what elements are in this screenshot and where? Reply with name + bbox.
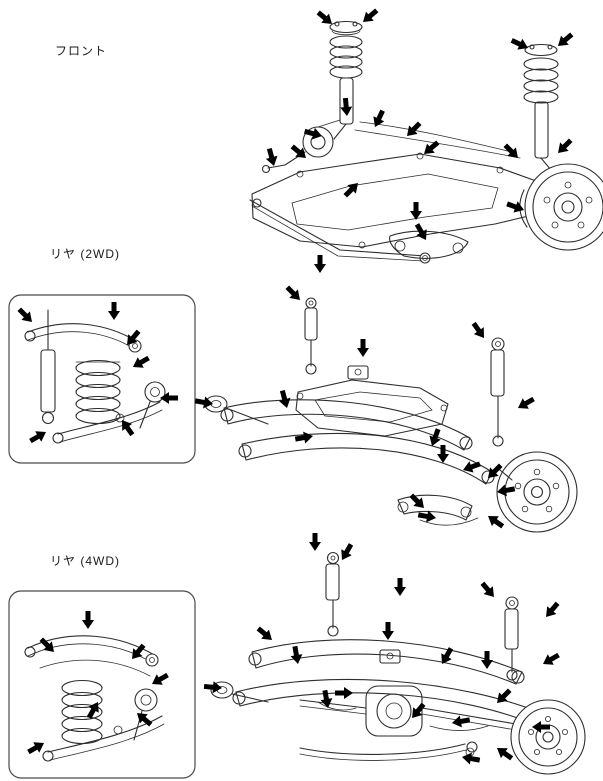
rear-4wd-differential bbox=[299, 685, 517, 737]
pointer-arrow bbox=[429, 428, 441, 446]
pointer-arrow bbox=[462, 752, 481, 765]
pointer-arrow bbox=[203, 681, 222, 694]
pointer-arrow bbox=[27, 742, 44, 755]
rear-2wd-inset bbox=[8, 294, 196, 464]
pointer-arrow bbox=[340, 97, 353, 116]
rear-4wd-section-label: リヤ (4WD) bbox=[50, 554, 120, 568]
front-right-strut bbox=[523, 43, 559, 177]
pointer-arrow bbox=[137, 713, 153, 727]
front-suspension-drawing bbox=[249, 8, 603, 264]
pointer-arrow bbox=[463, 461, 481, 473]
rear-2wd-subframe bbox=[204, 379, 495, 485]
pointer-arrow bbox=[363, 8, 379, 22]
pointer-arrow bbox=[532, 721, 550, 733]
rear-4wd-inset-box bbox=[8, 590, 196, 779]
pointer-arrow bbox=[488, 516, 505, 529]
pointer-arrow bbox=[518, 396, 535, 409]
pointer-arrow bbox=[122, 420, 135, 437]
pointer-arrow bbox=[309, 533, 321, 551]
front-subframe bbox=[249, 152, 551, 264]
pointer-arrow bbox=[503, 143, 518, 158]
pointer-arrow bbox=[471, 321, 484, 338]
front-left-strut bbox=[329, 20, 363, 140]
rear-4wd-left-shock bbox=[325, 551, 340, 637]
pointer-arrow bbox=[160, 392, 178, 404]
pointer-arrow bbox=[290, 645, 303, 664]
pointer-arrow bbox=[17, 307, 32, 322]
pointer-arrow bbox=[373, 109, 385, 127]
rear-4wd-inset bbox=[8, 590, 196, 779]
rear-2wd-inset-drawing bbox=[24, 309, 166, 444]
rear-2wd-section-label: リヤ (2WD) bbox=[50, 247, 120, 261]
rear-2wd-inset-box bbox=[8, 294, 196, 464]
pointer-arrow bbox=[382, 622, 394, 640]
pointer-arrow bbox=[441, 647, 454, 664]
front-section-label: フロント bbox=[55, 44, 108, 58]
pointer-arrow bbox=[320, 689, 333, 708]
pointer-arrow bbox=[481, 651, 493, 669]
rear-4wd-drawing bbox=[203, 533, 586, 775]
pointer-arrow bbox=[86, 702, 99, 719]
pointer-arrow bbox=[407, 121, 422, 136]
pointer-arrow bbox=[543, 652, 560, 665]
pointer-arrow bbox=[357, 339, 369, 357]
pointer-arrow bbox=[412, 702, 426, 718]
pointer-arrow bbox=[417, 510, 436, 523]
pointer-arrow bbox=[127, 329, 141, 345]
pointer-arrow bbox=[410, 202, 422, 220]
pointer-arrow bbox=[343, 183, 358, 198]
pointer-arrow bbox=[285, 285, 300, 300]
pointer-arrow bbox=[546, 601, 560, 617]
pointer-arrow bbox=[290, 144, 306, 158]
rear-4wd-lower-links bbox=[299, 725, 489, 761]
pointer-arrow bbox=[497, 688, 512, 703]
pointer-arrow bbox=[394, 578, 406, 596]
pointer-arrow bbox=[294, 431, 313, 444]
pointer-arrow bbox=[558, 138, 573, 153]
pointer-arrow bbox=[437, 445, 449, 463]
pointer-arrow bbox=[497, 748, 514, 761]
pointer-arrow bbox=[488, 463, 503, 478]
pointer-arrow bbox=[316, 10, 332, 24]
pointer-arrow bbox=[303, 127, 322, 140]
pointer-arrow bbox=[256, 626, 272, 640]
front-right-brake-rotor bbox=[519, 163, 603, 251]
pointer-arrow bbox=[133, 355, 150, 368]
pointer-arrow bbox=[82, 611, 94, 629]
rear-2wd-lower-links bbox=[397, 494, 479, 526]
pointer-arrow bbox=[278, 389, 291, 408]
pointer-arrow bbox=[497, 484, 516, 497]
pointer-arrow bbox=[480, 581, 494, 597]
rear-4wd-brake-rotor bbox=[510, 699, 586, 775]
pointer-arrow bbox=[424, 140, 440, 154]
pointer-arrow bbox=[265, 147, 278, 166]
rear-4wd-subframe bbox=[210, 639, 547, 727]
pointer-arrow bbox=[510, 38, 528, 50]
pointer-arrow bbox=[409, 493, 424, 508]
pointer-arrow bbox=[452, 715, 471, 728]
pointer-arrow bbox=[29, 431, 46, 444]
pointer-arrow bbox=[132, 643, 146, 659]
rear-4wd-top-bracket bbox=[379, 649, 401, 664]
pointer-arrow bbox=[414, 223, 427, 240]
pointer-arrow bbox=[108, 302, 120, 320]
rear-4wd-inset-drawing bbox=[24, 635, 165, 762]
pointer-arrow bbox=[152, 672, 169, 685]
pointer-arrow bbox=[335, 687, 353, 699]
rear-2wd-left-shock bbox=[304, 297, 318, 375]
pointer-arrow bbox=[314, 255, 326, 273]
rear-2wd-drawing bbox=[194, 255, 578, 533]
pointer-arrow bbox=[39, 637, 54, 652]
rear-2wd-brake-rotor bbox=[496, 451, 578, 533]
pointer-arrow bbox=[558, 32, 574, 46]
rear-2wd-right-shock bbox=[490, 337, 505, 447]
pointer-arrow bbox=[506, 201, 524, 213]
pointer-arrow bbox=[194, 396, 213, 409]
rear-2wd-top-bracket bbox=[347, 365, 369, 380]
pointer-arrow bbox=[341, 543, 354, 560]
